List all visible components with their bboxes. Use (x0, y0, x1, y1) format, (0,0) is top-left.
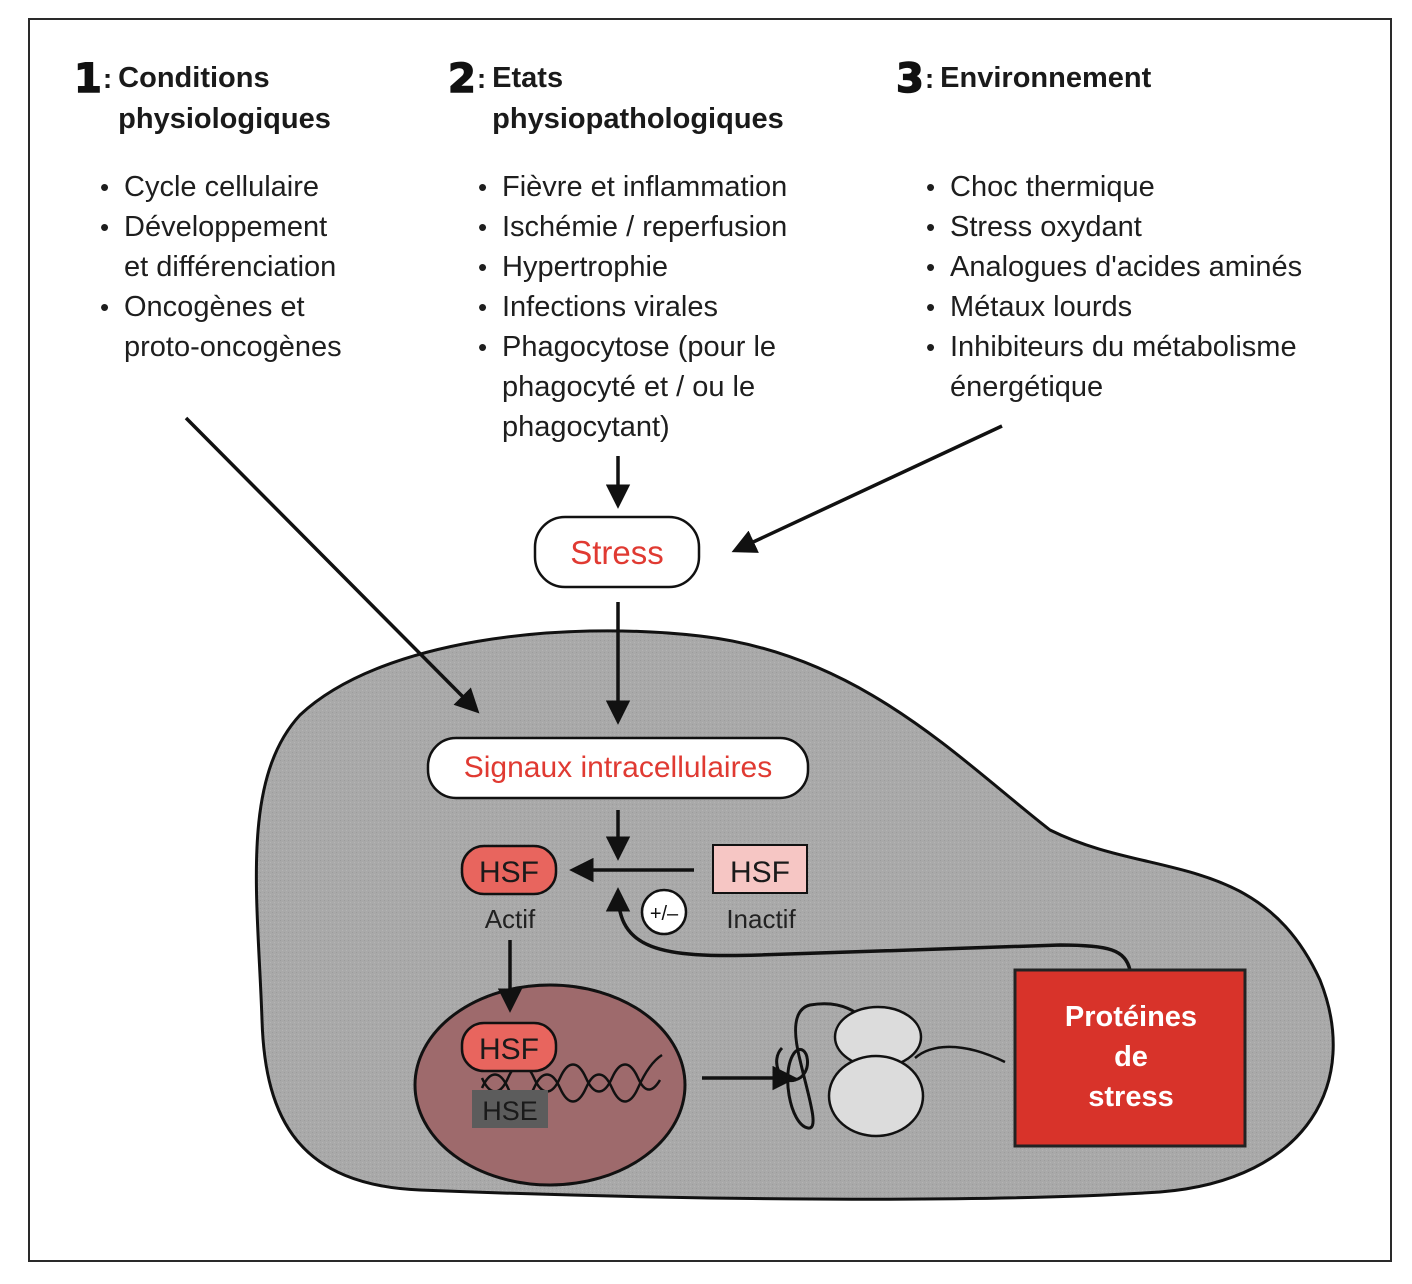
hsf-active-node: HSF Actif (460, 844, 558, 934)
list-item: Hypertrophie (478, 247, 787, 287)
column-title-line: Conditions (118, 62, 270, 94)
column-title-line: physiologiques (118, 103, 331, 135)
hsf-bound-node: HSF (460, 1021, 558, 1073)
column-title: Environnement (940, 58, 1151, 99)
column-title-line: Environnement (940, 62, 1152, 94)
stress-proteins-line: stress (1088, 1081, 1173, 1113)
column-header: 2 : Etats physiopathologiques (447, 56, 784, 140)
environment-list: Choc thermique Stress oxydant Analogues … (926, 167, 1302, 407)
regulation-badge: +/– (640, 888, 688, 936)
column-header: 1 : Conditions physiologiques (73, 56, 331, 140)
column-number: 1 (73, 56, 102, 102)
list-item: Métaux lourds (926, 287, 1302, 327)
ribosome-icon (827, 1005, 1006, 1138)
hse-label: HSE (482, 1096, 538, 1126)
list-item: Ischémie / reperfusion (478, 207, 787, 247)
list-item: Infections virales (478, 287, 787, 327)
column-environment: 3 : Environnement (895, 56, 1151, 102)
column-title: Etats physiopathologiques (492, 58, 784, 140)
arrow-environment-to-stress (731, 424, 1003, 553)
pathophysiological-states-list: Fièvre et inflammation Ischémie / reperf… (478, 167, 787, 447)
colon: : (476, 63, 487, 94)
hsf-inactive-node: HSF Inactif (712, 844, 808, 934)
column-title: Conditions physiologiques (118, 58, 331, 140)
stress-proteins-node: Protéines de stress (1013, 968, 1247, 1148)
figure-frame (28, 18, 1392, 1262)
hsf-inactive-state: Inactif (726, 904, 796, 934)
feedback-arrow (605, 887, 1132, 971)
colon: : (924, 63, 935, 94)
stress-label: Stress (570, 534, 664, 571)
hsf-inactive-label: HSF (730, 856, 790, 889)
column-title-line: physiopathologiques (492, 103, 784, 135)
arrow-conditions-to-cell (184, 416, 480, 714)
stress-node: Stress (533, 515, 701, 589)
intracellular-signals-node: Signaux intracellulaires (426, 736, 810, 800)
polypeptide-chain-icon (775, 1002, 877, 1130)
nucleus (413, 983, 687, 1187)
colon: : (102, 63, 113, 94)
column-pathophysiological-states: 2 : Etats physiopathologiques (447, 56, 784, 140)
stress-proteins-line: de (1114, 1041, 1148, 1073)
hse-node: HSE (472, 1090, 548, 1128)
list-item: Fièvre et inflammation (478, 167, 787, 207)
column-physiological-conditions: 1 : Conditions physiologiques (73, 56, 331, 140)
column-header: 3 : Environnement (895, 56, 1151, 102)
hsf-bound-label: HSF (479, 1033, 539, 1066)
column-number: 3 (895, 56, 924, 102)
hsf-active-label: HSF (479, 856, 539, 889)
stress-proteins-line: Protéines (1065, 1001, 1197, 1033)
list-item: Choc thermique (926, 167, 1302, 207)
column-title-line: Etats (492, 62, 564, 94)
column-number: 2 (447, 56, 476, 102)
regulation-symbol: +/– (650, 903, 679, 925)
list-item: Analogues d'acides aminés (926, 247, 1302, 287)
signals-label: Signaux intracellulaires (464, 751, 773, 784)
list-item: Stress oxydant (926, 207, 1302, 247)
hsf-active-state: Actif (485, 904, 536, 934)
list-item: Cycle cellulaire (100, 167, 342, 207)
